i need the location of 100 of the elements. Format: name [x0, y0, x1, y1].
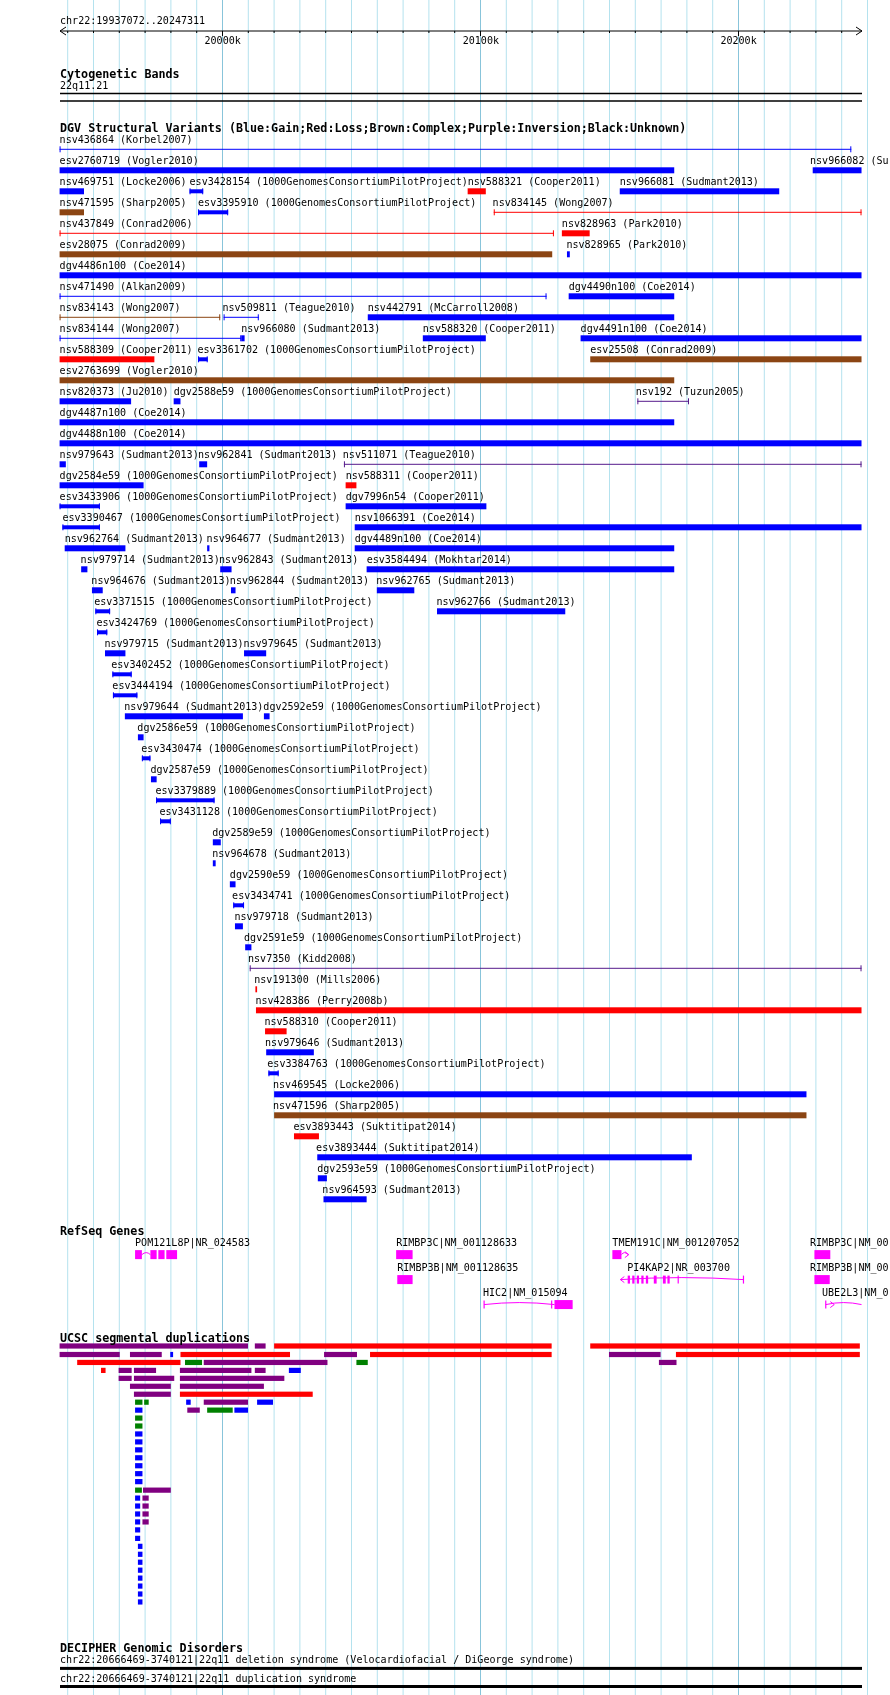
variant-label: esv3361702 (1000GenomesConsortiumPilotProject) — [197, 343, 476, 356]
variant-label: dgv2584e59 (1000GenomesConsortiumPilotProject) — [59, 469, 338, 482]
variant-label: esv3444194 (1000GenomesConsortiumPilotProject) — [112, 679, 391, 692]
variant-label: nsv511071 (Teague2010) — [342, 448, 476, 461]
variant-label: nsv979715 (Sudmant2013) — [104, 637, 244, 650]
variant-label: dgv4491n100 (Coe2014) — [580, 322, 708, 335]
variant-label: nsv964593 (Sudmant2013) — [322, 1183, 462, 1196]
variant-label: nsv979718 (Sudmant2013) — [234, 910, 374, 923]
variant-label: esv3428154 (1000GenomesConsortiumPilotProject) — [189, 175, 468, 188]
variant-label: nsv962843 (Sudmant2013) — [219, 553, 359, 566]
variant-label: dgv4489n100 (Coe2014) — [354, 532, 482, 545]
track-title: DGV Structural Variants (Blue:Gain;Red:Loss;Brown:Complex;Purple:Inversion;Black:Unknown) — [60, 120, 687, 135]
variant-label: nsv469751 (Locke2006) — [59, 175, 187, 188]
gene-label: PI4KAP2|NR_003700 — [627, 1261, 730, 1274]
track-title: Cytogenetic Bands — [60, 66, 180, 81]
variant-label: nsv471490 (Alkan2009) — [59, 280, 187, 293]
variant-label: esv2760719 (Vogler2010) — [59, 154, 199, 167]
variant-label: nsv588310 (Cooper2011) — [264, 1015, 398, 1028]
variant-label: nsv471595 (Sharp2005) — [59, 196, 187, 209]
variant-label: dgv4488n100 (Coe2014) — [59, 427, 187, 440]
variant-label: dgv2592e59 (1000GenomesConsortiumPilotProject) — [263, 700, 542, 713]
variant-label: nsv428386 (Perry2008b) — [255, 994, 389, 1007]
variant-label: nsv191300 (Mills2006) — [254, 973, 382, 986]
variant-label: nsv962844 (Sudmant2013) — [229, 574, 369, 587]
variant-label: esv2763699 (Vogler2010) — [59, 364, 199, 377]
variant-label: nsv966081 (Sudmant2013) — [619, 175, 759, 188]
variant-label: nsv437849 (Conrad2006) — [59, 217, 193, 230]
variant-label: nsv962841 (Sudmant2013) — [198, 448, 338, 461]
variant-label: nsv979714 (Sudmant2013) — [80, 553, 220, 566]
variant-label: nsv834145 (Wong2007) — [492, 196, 614, 209]
variant-label: nsv436864 (Korbel2007) — [59, 133, 193, 146]
variant-label: nsv966082 (Su — [810, 154, 889, 167]
gene-label: RIMBP3B|NM_00 — [810, 1261, 889, 1274]
variant-label: esv3430474 (1000GenomesConsortiumPilotProject) — [141, 742, 420, 755]
variant-label: esv28075 (Conrad2009) — [59, 238, 187, 251]
gene-label: RIMBP3B|NM_001128635 — [397, 1261, 519, 1274]
variant-label: nsv834143 (Wong2007) — [59, 301, 181, 314]
variant-label: dgv4490n100 (Coe2014) — [568, 280, 696, 293]
variant-label: nsv588311 (Cooper2011) — [345, 469, 479, 482]
variant-label: nsv588309 (Cooper2011) — [59, 343, 193, 356]
variant-label: nsv588320 (Cooper2011) — [422, 322, 556, 335]
variant-label: nsv964676 (Sudmant2013) — [91, 574, 231, 587]
variant-label: esv3395910 (1000GenomesConsortiumPilotProject) — [198, 196, 477, 209]
variant-label: esv3371515 (1000GenomesConsortiumPilotProject) — [94, 595, 373, 608]
variant-label: dgv7996n54 (Cooper2011) — [345, 490, 485, 503]
variant-label: nsv979645 (Sudmant2013) — [243, 637, 383, 650]
variant-label: dgv2591e59 (1000GenomesConsortiumPilotProject) — [244, 931, 523, 944]
variant-label: nsv979644 (Sudmant2013) — [124, 700, 264, 713]
variant-label: nsv588321 (Cooper2011) — [467, 175, 601, 188]
track-title: DECIPHER Genomic Disorders — [60, 1641, 243, 1655]
variant-label: dgv2589e59 (1000GenomesConsortiumPilotProject) — [212, 826, 491, 839]
variant-label: dgv2588e59 (1000GenomesConsortiumPilotProject) — [173, 385, 452, 398]
variant-label: nsv979646 (Sudmant2013) — [265, 1036, 405, 1049]
band-label: 22q11.21 — [60, 80, 109, 93]
variant-label: dgv2593e59 (1000GenomesConsortiumPilotProject) — [317, 1162, 596, 1175]
variant-label: nsv471596 (Sharp2005) — [273, 1099, 400, 1112]
variant-label: nsv828963 (Park2010) — [561, 217, 683, 230]
variant-label: esv3379889 (1000GenomesConsortiumPilotProject) — [155, 784, 434, 797]
variant-label: dgv2586e59 (1000GenomesConsortiumPilotProject) — [137, 721, 416, 734]
variant-label: nsv442791 (McCarroll2008) — [367, 301, 519, 314]
variant-label: nsv1066391 (Coe2014) — [354, 511, 476, 524]
variant-label: nsv7350 (Kidd2008) — [248, 952, 357, 965]
track-title: RefSeq Genes — [60, 1223, 145, 1238]
variant-label: nsv509811 (Teague2010) — [222, 301, 356, 314]
variant-label: dgv2590e59 (1000GenomesConsortiumPilotProject) — [229, 868, 509, 881]
variant-label: nsv964678 (Sudmant2013) — [212, 847, 352, 860]
coordinate-range-title: chr22:19937072..20247311 — [60, 15, 206, 27]
variant-label: nsv964677 (Sudmant2013) — [206, 532, 346, 545]
variant-label: nsv820373 (Ju2010) — [59, 385, 169, 398]
variant-label: esv3384763 (1000GenomesConsortiumPilotProject) — [267, 1057, 546, 1070]
variant-label: nsv962764 (Sudmant2013) — [64, 532, 204, 545]
variant-label: nsv979643 (Sudmant2013) — [59, 448, 199, 461]
variant-label: esv3434741 (1000GenomesConsortiumPilotProject) — [232, 889, 511, 902]
gene-label: UBE2L3|NM_0 — [822, 1286, 889, 1299]
variant-label: esv3402452 (1000GenomesConsortiumPilotProject) — [111, 658, 390, 671]
variant-label: esv3584494 (Mokhtar2014) — [366, 553, 512, 566]
gene-label: RIMBP3C|NM_001128633 — [396, 1236, 518, 1249]
variant-label: nsv834144 (Wong2007) — [59, 322, 181, 335]
variant-label: dgv4486n100 (Coe2014) — [59, 259, 187, 272]
variant-label: esv3893444 (Suktitipat2014) — [316, 1141, 480, 1154]
variant-label: esv3893443 (Suktitipat2014) — [293, 1120, 457, 1133]
axis-tick-label: 20000k — [204, 35, 241, 47]
variant-label: esv3390467 (1000GenomesConsortiumPilotProject) — [62, 511, 341, 524]
variant-label: nsv962766 (Sudmant2013) — [436, 595, 576, 608]
axis-tick-label: 20100k — [462, 35, 499, 47]
variant-label: nsv192 (Tuzun2005) — [635, 385, 745, 398]
variant-label: esv3433906 (1000GenomesConsortiumPilotProject) — [59, 490, 338, 503]
variant-label: esv25508 (Conrad2009) — [590, 343, 718, 356]
variant-label: nsv469545 (Locke2006) — [273, 1078, 400, 1091]
gene-label: TMEM191C|NM_001207052 — [612, 1236, 740, 1249]
variant-label: nsv962765 (Sudmant2013) — [376, 574, 516, 587]
gene-label: HIC2|NM_015094 — [482, 1286, 568, 1299]
variant-label: dgv4487n100 (Coe2014) — [59, 406, 187, 419]
disorder-label: chr22:20666469-3740121|22q11 duplication syndrome — [60, 1672, 357, 1685]
track-title: UCSC segmental duplications — [60, 1330, 250, 1345]
variant-label: esv3431128 (1000GenomesConsortiumPilotProject) — [159, 805, 438, 818]
variant-label: nsv828965 (Park2010) — [566, 238, 688, 251]
gene-label: RIMBP3C|NM_00 — [810, 1236, 889, 1249]
variant-label: nsv966080 (Sudmant2013) — [241, 322, 381, 335]
axis-tick-label: 20200k — [720, 35, 757, 47]
